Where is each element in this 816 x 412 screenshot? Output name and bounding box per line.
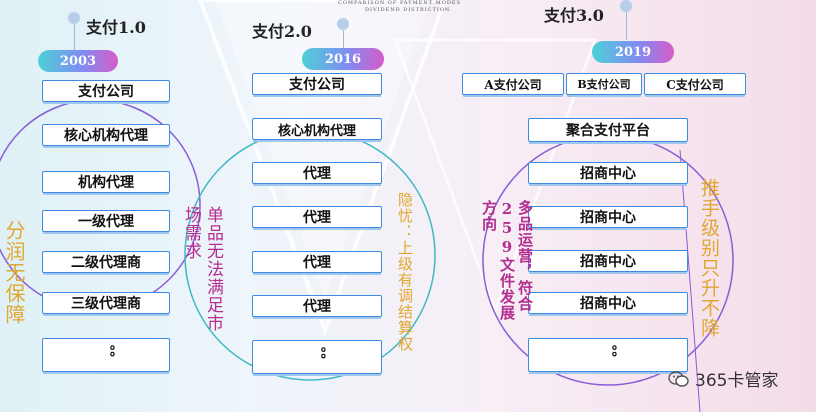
col3-box-1: 招商中心 xyxy=(528,206,688,228)
col2-box-2: 代理 xyxy=(252,162,382,184)
wechat-icon xyxy=(668,370,689,387)
col1-box-3: 一级代理 xyxy=(42,210,170,232)
col3-box-3: 招商中心 xyxy=(528,292,688,314)
col2-box-5: 代理 xyxy=(252,295,382,317)
col1-box-5: 三级代理商 xyxy=(42,292,170,314)
col3-top-box-1: B支付公司 xyxy=(566,73,642,95)
era2-year-badge: 2016 xyxy=(302,48,384,70)
col1-side-text: 分润无保障 xyxy=(2,220,26,325)
era2-title: 支付2.0 xyxy=(252,22,312,41)
header-line1: COMPARISON OF PAYMENT MODES xyxy=(338,0,461,6)
col3-top-box-0: A支付公司 xyxy=(462,73,564,95)
era2-stem xyxy=(343,30,344,48)
era3-title: 支付3.0 xyxy=(544,6,604,25)
col3-ellipsis: 。。 xyxy=(601,345,616,365)
col3-platform-box: 聚合支付平台 xyxy=(528,118,688,142)
col2-box-3: 代理 xyxy=(252,206,382,228)
col3-top-box-2: C支付公司 xyxy=(644,73,746,95)
col2-ellipsis: 。。 xyxy=(310,347,325,367)
col2-concern-text: 隐忧：上级有调结算权 xyxy=(396,192,414,352)
col3-box-2: 招商中心 xyxy=(528,250,688,272)
col1-box-0: 支付公司 xyxy=(42,80,170,102)
col1-problem-text: 单品无法满足市场需求 xyxy=(181,206,223,332)
col2-ellipsis-box: 。。 xyxy=(252,340,382,374)
watermark-text: 365卡管家 xyxy=(695,371,779,391)
col3-feature-text: 多品运营，符合259文件发展方向 xyxy=(480,200,534,321)
col1-box-2: 机构代理 xyxy=(42,171,170,193)
era1-stem xyxy=(74,24,75,51)
era1-dot xyxy=(68,12,80,24)
col1-box-1: 核心机构代理 xyxy=(42,124,170,146)
era3-year-badge: 2019 xyxy=(592,41,674,63)
watermark: 365卡管家 xyxy=(668,366,778,391)
era3-stem xyxy=(626,12,627,40)
col3-slogan-text: 推手级别只升不降 xyxy=(698,178,720,338)
col2-box-1: 核心机构代理 xyxy=(252,118,382,140)
col2-box-0: 支付公司 xyxy=(252,73,382,95)
era2-dot xyxy=(337,18,349,30)
header-line2: DIVIDEND DISTRICTION xyxy=(365,7,451,13)
era1-year-badge: 2003 xyxy=(38,50,118,72)
col1-ellipsis: 。。 xyxy=(99,345,114,365)
era3-dot xyxy=(620,0,632,12)
col3-box-0: 招商中心 xyxy=(528,162,688,184)
era1-title: 支付1.0 xyxy=(86,18,146,37)
col2-box-4: 代理 xyxy=(252,251,382,273)
col1-ellipsis-box: 。。 xyxy=(42,338,170,372)
col1-box-4: 二级代理商 xyxy=(42,251,170,273)
col3-ellipsis-box: 。。 xyxy=(528,338,688,372)
